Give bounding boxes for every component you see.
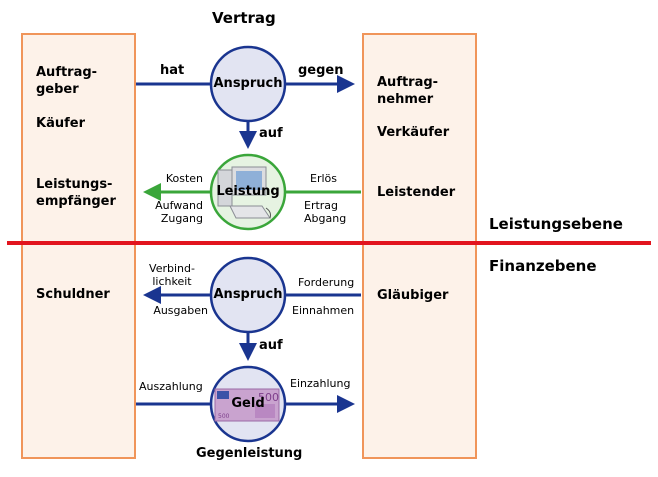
- node-service-label: Leistung: [216, 184, 280, 199]
- level-label-finance: Finanzebene: [489, 257, 597, 275]
- edge-label-payin: Einzahlung: [290, 377, 351, 390]
- right-role-contractor: Auftrag- nehmer: [377, 75, 439, 107]
- edge-label-on-bottom: auf: [259, 338, 283, 353]
- svg-text:500: 500: [218, 413, 230, 420]
- edge-label-payout: Auszahlung: [139, 380, 203, 393]
- left-party-box: [21, 33, 136, 459]
- right-role-provider: Leistender: [377, 185, 456, 200]
- edge-label-proceeds: Erlös: [310, 172, 337, 185]
- edge-label-income: Einnahmen: [292, 304, 355, 317]
- edge-label-receivable: Forderung: [298, 276, 355, 289]
- computer-icon: [217, 166, 271, 219]
- node-claim-top: [209, 45, 287, 123]
- banknote-500-icon: 500 500: [214, 388, 280, 422]
- edge-label-expense-receipt: Aufwand Zugang: [155, 199, 203, 225]
- svg-text:500: 500: [258, 391, 279, 404]
- right-party-box: [362, 33, 477, 459]
- left-role-buyer: Käufer: [36, 116, 85, 131]
- right-role-seller: Verkäufer: [377, 125, 450, 140]
- edge-label-on-top: auf: [259, 126, 283, 141]
- diagram-title: Vertrag: [212, 9, 276, 27]
- edge-label-spending: Ausgaben: [153, 304, 208, 317]
- left-role-client: Auftrag- geber: [36, 65, 98, 97]
- node-claim-top-label: Anspruch: [213, 76, 283, 91]
- node-money-label: Geld: [231, 396, 265, 411]
- node-claim-bottom: [209, 256, 287, 334]
- edge-label-liability: Verbind- lichkeit: [149, 262, 195, 288]
- left-role-debtor: Schuldner: [36, 287, 110, 302]
- edge-label-revenue-disposal: Ertrag Abgang: [304, 199, 347, 225]
- edge-label-costs: Kosten: [165, 172, 203, 185]
- level-label-performance: Leistungsebene: [489, 215, 623, 233]
- left-role-recipient: Leistungs- empfänger: [36, 177, 116, 209]
- counter-performance-label: Gegenleistung: [196, 446, 303, 461]
- edge-label-against: gegen: [298, 63, 344, 78]
- right-role-creditor: Gläubiger: [377, 288, 449, 303]
- node-claim-bottom-label: Anspruch: [213, 287, 283, 302]
- edge-label-has: hat: [160, 63, 185, 78]
